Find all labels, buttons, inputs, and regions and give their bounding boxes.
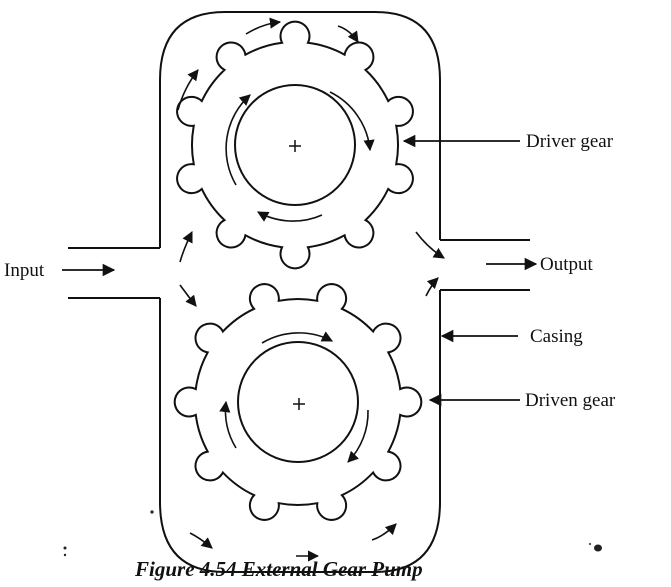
driven-gear	[173, 283, 423, 521]
flow-arrows	[177, 17, 445, 562]
outlet-pipe	[440, 239, 530, 291]
driver-rotation-arrows	[225, 91, 375, 222]
driven-gear-label: Driven gear	[525, 390, 616, 411]
label-arrows	[62, 134, 538, 407]
driven-rotation-arrows	[219, 331, 369, 463]
inlet-pipe	[68, 247, 160, 299]
driven-gear-center-mark	[293, 398, 305, 410]
driver-gear-center-mark	[289, 140, 301, 152]
driven-gear-hub	[237, 341, 359, 463]
casing-outline	[159, 11, 441, 573]
figure-caption: Figure 4.54 External Gear Pump	[134, 557, 423, 581]
casing-label: Casing	[530, 326, 583, 347]
driver-gear	[176, 20, 414, 270]
driver-gear-label: Driver gear	[526, 131, 614, 152]
scan-specks	[63, 510, 602, 557]
driver-gear-hub	[234, 84, 356, 206]
input-label: Input	[4, 260, 45, 281]
output-label: Output	[540, 254, 594, 275]
